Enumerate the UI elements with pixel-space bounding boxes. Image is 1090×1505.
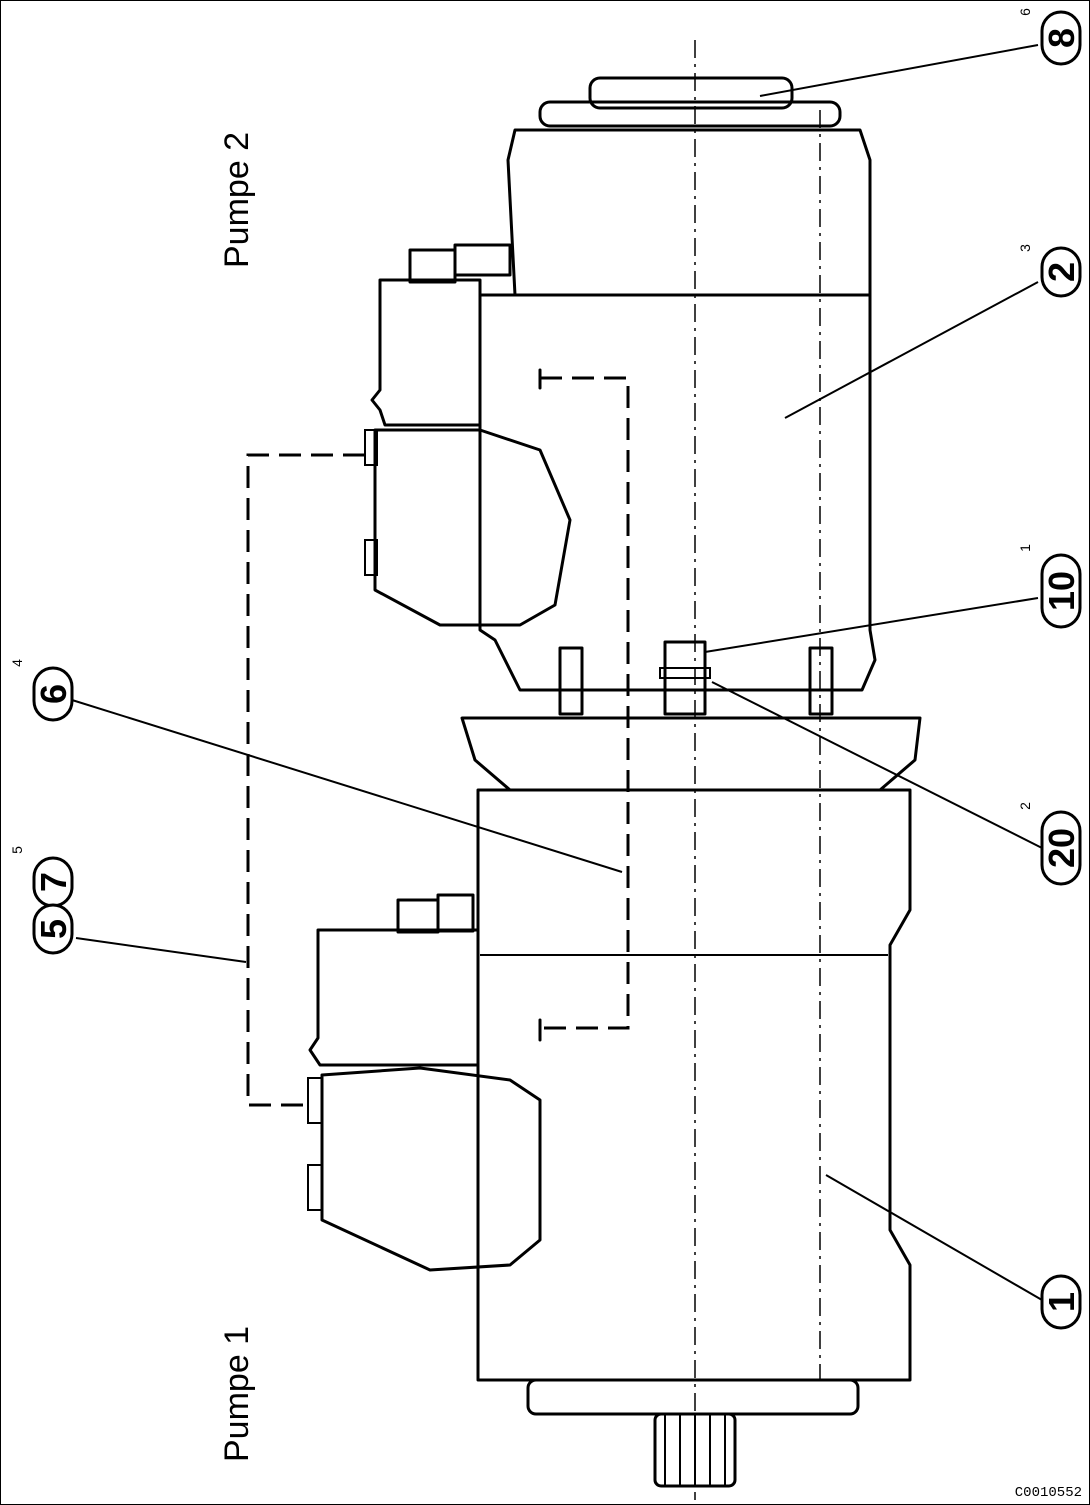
- pump-2-connector-cap: [453, 243, 512, 277]
- pump-2-regulator-port-b: [364, 539, 378, 576]
- pump-1-connector-cap: [436, 893, 475, 933]
- pump-2-end-cap: [588, 76, 794, 110]
- pump-1-regulator-port-a: [307, 1077, 323, 1124]
- pump-2-bolt-left: [558, 646, 584, 716]
- svg-text:1: 1: [1017, 544, 1033, 552]
- pump-2-end-flange: [538, 100, 842, 128]
- pump-1-control-block: [308, 928, 480, 1067]
- callout-7: 7 5: [9, 846, 74, 908]
- pilot-line-6: [540, 376, 630, 1030]
- pump-2-regulator-port-a: [364, 429, 378, 466]
- svg-text:6: 6: [1017, 8, 1033, 16]
- svg-text:3: 3: [1017, 244, 1033, 252]
- pump-2-label: Pumpe 2: [218, 132, 256, 268]
- callout-8: 8 6: [1017, 8, 1082, 66]
- leader-8: [759, 44, 1039, 97]
- leader-20: [711, 681, 1043, 849]
- svg-text:10: 10: [1041, 571, 1082, 611]
- washer-20: [659, 667, 711, 679]
- svg-text:4: 4: [9, 659, 25, 667]
- svg-text:1: 1: [1041, 1292, 1082, 1312]
- pump-2-housing-main: [478, 293, 877, 692]
- pilot-line-5-7: [246, 453, 365, 1107]
- pump-1-regulator-port-b: [307, 1164, 323, 1211]
- leader-10: [704, 597, 1039, 653]
- callout-1: 1: [1040, 1274, 1082, 1330]
- pump-1-end-cap: [526, 1378, 860, 1416]
- pump-1-label: Pumpe 1: [218, 1326, 256, 1462]
- leader-1: [825, 1174, 1043, 1301]
- callout-20: 20 2: [1017, 802, 1082, 886]
- svg-text:5: 5: [33, 919, 74, 939]
- leader-2: [784, 281, 1039, 419]
- mounting-flange: [460, 716, 922, 792]
- drawing-code: C0010552: [1015, 1485, 1082, 1501]
- svg-text:2: 2: [1017, 802, 1033, 810]
- svg-text:20: 20: [1041, 828, 1082, 868]
- pump-1-housing: [476, 788, 912, 1382]
- svg-text:5: 5: [9, 846, 25, 854]
- callout-6: 6 4: [9, 659, 74, 722]
- pump-2-connector: [408, 248, 457, 284]
- svg-text:8: 8: [1041, 28, 1082, 48]
- callout-2: 2 3: [1017, 244, 1082, 298]
- pump-2-regulator: [373, 428, 572, 627]
- pump-2-body: [364, 76, 922, 792]
- pump-2-control-block: [370, 278, 482, 427]
- callout-5: 5: [32, 903, 74, 955]
- pump-2-bolt-right: [808, 646, 834, 716]
- pump-1-connector: [396, 898, 440, 934]
- svg-text:2: 2: [1041, 262, 1082, 282]
- pump-2-housing-upper: [506, 128, 872, 297]
- svg-text:6: 6: [33, 684, 74, 704]
- callout-10: 10 1: [1017, 544, 1082, 629]
- svg-text:7: 7: [33, 872, 74, 892]
- leader-5: [75, 937, 247, 963]
- pump-1-regulator: [320, 1066, 542, 1272]
- leader-6: [71, 699, 623, 873]
